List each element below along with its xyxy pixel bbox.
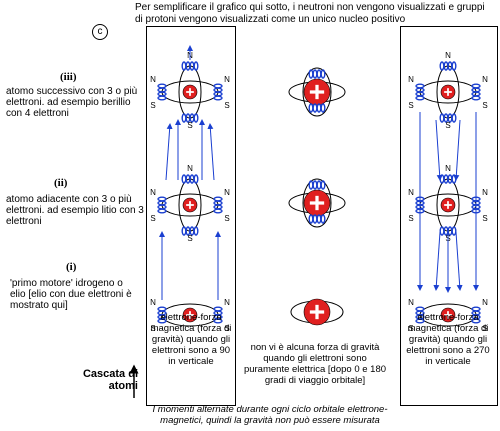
mid-atom-ii-coil-bottom xyxy=(308,214,326,224)
mid-atom-iii-orbit-v xyxy=(302,67,332,117)
right-arrow-4 xyxy=(453,119,461,181)
mid-atom-iii-coil-bottom xyxy=(308,103,326,113)
left-atom-i-coil-left xyxy=(157,306,167,324)
caption-left: elettrone-forza magnetica (forza di grav… xyxy=(150,312,232,367)
left-atom-i-coil-right xyxy=(213,306,223,324)
left-atom-iii-coil-right xyxy=(213,83,223,101)
caption-middle: non vi è alcuna forza di gravità quando … xyxy=(243,342,387,386)
right-atom-iii-s-bottom: S xyxy=(445,121,450,130)
mid-atom-ii-orbit-v xyxy=(302,178,332,228)
left-atom-i-s-left: S xyxy=(150,324,155,333)
right-atom-iii-s-right: S xyxy=(482,101,487,110)
mid-atom-ii-coil-top xyxy=(308,180,326,190)
left-atom-i-n-left: N xyxy=(150,298,156,307)
left-atom-iii-coil-bottom xyxy=(181,113,199,123)
left-atom-iii-s-right: S xyxy=(224,101,229,110)
right-atom-iii-n-top: N xyxy=(445,51,451,60)
left-atom-ii-s-bottom: S xyxy=(187,234,192,243)
right-atom-iii-s-left: S xyxy=(408,101,413,110)
left-atom-ii-n-left: N xyxy=(150,188,156,197)
cascade-label: Cascata di atomi xyxy=(82,368,138,392)
figure-label: c xyxy=(92,24,108,40)
right-atom-i-s-left: S xyxy=(408,324,413,333)
right-atom-i-n-right: N xyxy=(482,298,488,307)
left-atom-iii-coil-left xyxy=(157,83,167,101)
right-atom-i-n-left: N xyxy=(408,298,414,307)
caption-right: elettrone-forza magnetica (forza di grav… xyxy=(406,312,490,367)
right-atom-i-coil-left xyxy=(415,306,425,324)
left-panel-frame xyxy=(146,26,236,406)
left-atom-iii-coil-top xyxy=(181,61,199,71)
left-atom-ii-n-top: N xyxy=(187,164,193,173)
mid-atom-iii-coil-top xyxy=(308,69,326,79)
left-atom-ii-coil-top xyxy=(181,174,199,184)
right-atom-ii-s-right: S xyxy=(482,214,487,223)
right-atom-ii-s-left: S xyxy=(408,214,413,223)
left-atom-ii-coil-left xyxy=(157,196,167,214)
level-i-text: 'primo motore' idrogeno o elio [elio con… xyxy=(10,278,132,311)
right-arrow-6 xyxy=(455,231,463,291)
right-arrow-3 xyxy=(435,119,443,181)
left-atom-iii-s-left: S xyxy=(150,101,155,110)
right-atom-i-s-right: S xyxy=(482,324,487,333)
left-arrow-5 xyxy=(165,123,173,181)
left-atom-iii-n-left: N xyxy=(150,75,156,84)
left-atom-ii-s-right: S xyxy=(224,214,229,223)
right-atom-iii-coil-right xyxy=(471,83,481,101)
level-iii-numeral: (iii) xyxy=(60,71,77,83)
bottom-note: I momenti alternate durante ogni ciclo o… xyxy=(152,404,388,426)
level-ii-text: atomo adiacente con 3 o più elettroni. a… xyxy=(6,194,144,227)
left-atom-i-n-right: N xyxy=(224,298,230,307)
left-atom-ii-coil-right xyxy=(213,196,223,214)
left-atom-iii-n-right: N xyxy=(224,75,230,84)
right-atom-ii-n-right: N xyxy=(482,188,488,197)
right-atom-ii-n-left: N xyxy=(408,188,414,197)
left-arrow-6 xyxy=(207,123,215,181)
right-atom-i-coil-right xyxy=(471,306,481,324)
right-panel-frame xyxy=(400,26,498,406)
left-atom-i-s-right: S xyxy=(224,324,229,333)
right-atom-iii-coil-bottom xyxy=(439,113,457,123)
right-atom-iii-coil-top xyxy=(439,61,457,71)
right-atom-iii-n-right: N xyxy=(482,75,488,84)
level-ii-numeral: (ii) xyxy=(54,177,68,189)
right-arrow-5 xyxy=(433,231,441,291)
right-atom-iii-n-left: N xyxy=(408,75,414,84)
left-atom-ii-coil-bottom xyxy=(181,226,199,236)
right-atom-iii-coil-left xyxy=(415,83,425,101)
left-atom-ii-n-right: N xyxy=(224,188,230,197)
left-atom-iii-s-bottom: S xyxy=(187,121,192,130)
right-atom-ii-n-top: N xyxy=(445,164,451,173)
left-atom-ii-s-left: S xyxy=(150,214,155,223)
header-note: Per semplificare il grafico qui sotto, i… xyxy=(135,2,485,25)
level-iii-text: atomo successivo con 3 o più elettroni. … xyxy=(6,86,138,119)
right-atom-ii-coil-bottom xyxy=(439,226,457,236)
level-i-numeral: (i) xyxy=(66,261,77,273)
